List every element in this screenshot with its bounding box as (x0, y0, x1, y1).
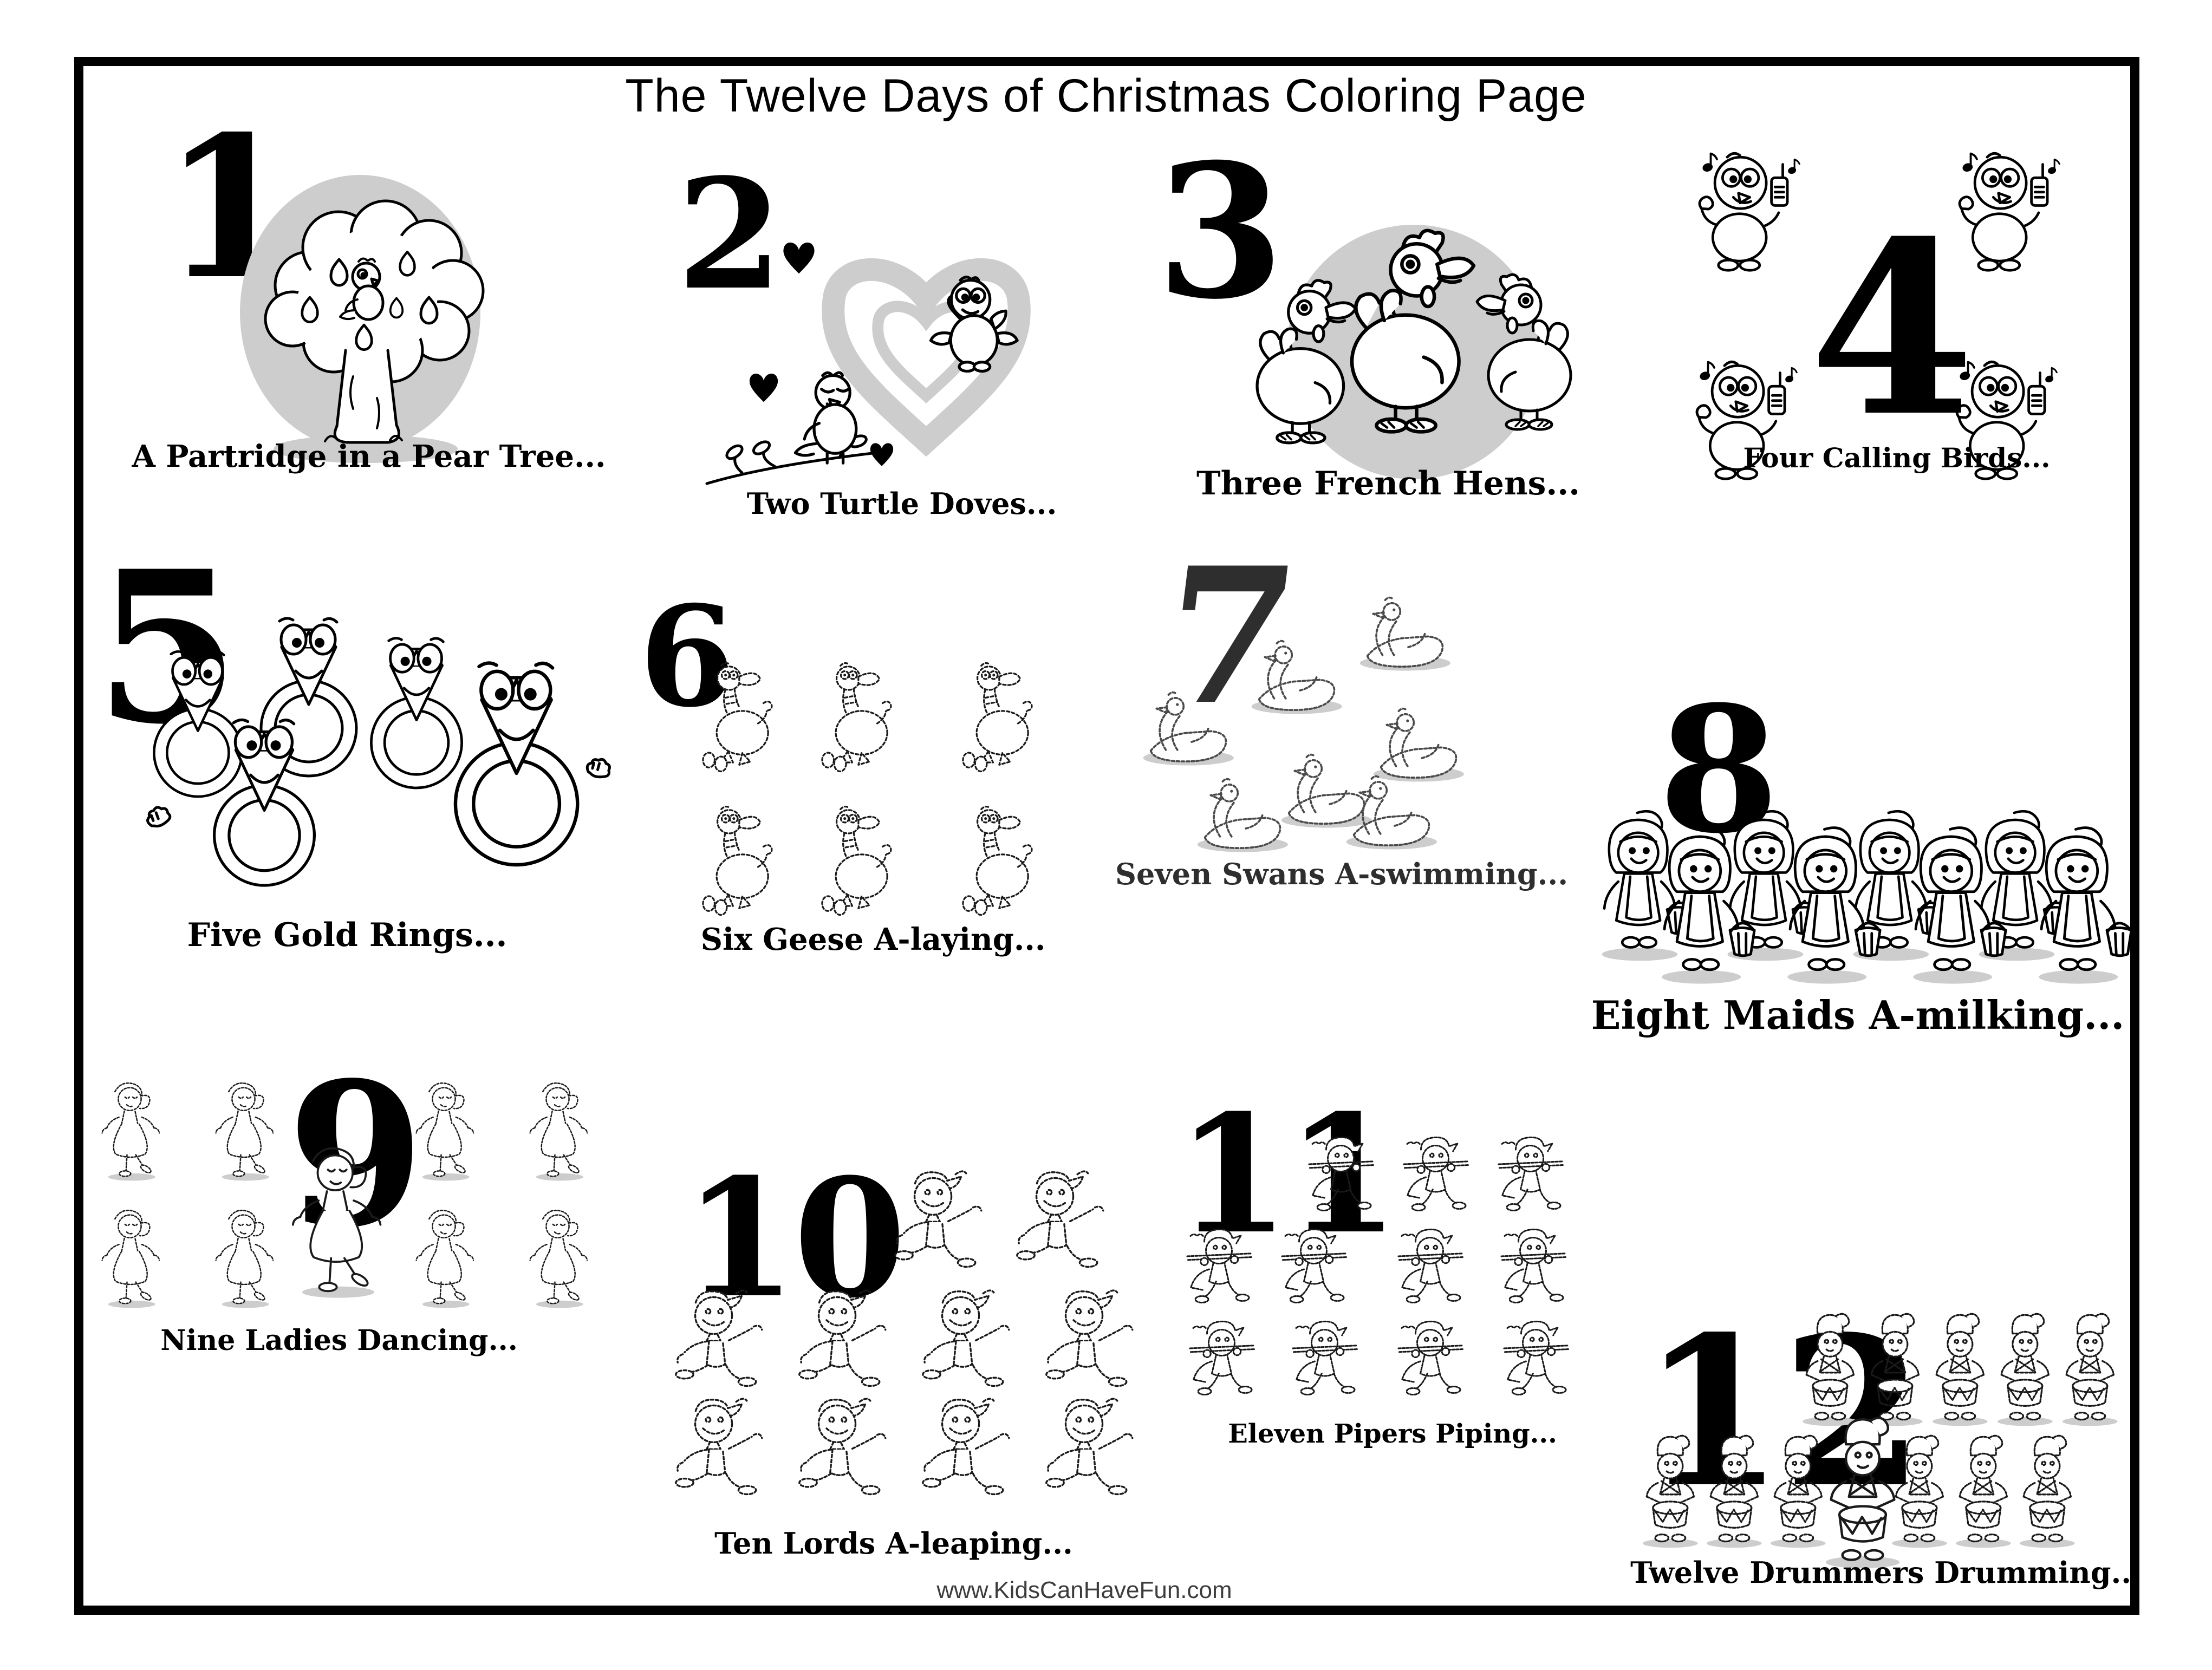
turtle-doves-icon (705, 242, 1031, 485)
piper-icon (1308, 1136, 1374, 1211)
lord-icon (798, 1289, 887, 1387)
calling-bird-icon (1960, 153, 2059, 270)
piper-icon (1292, 1320, 1358, 1395)
drummer-icon (2019, 1434, 2076, 1549)
goose-icon (702, 805, 773, 916)
calling-bird-icon (1700, 153, 1799, 270)
goose-icon (821, 662, 892, 773)
piper-icon (1397, 1228, 1463, 1303)
caption-8: Eight Maids A-milking... (1591, 992, 2125, 1038)
lord-icon (922, 1398, 1010, 1496)
lord-icon (922, 1289, 1010, 1387)
caption-12: Twelve Drummers Drumming... (1630, 1555, 2142, 1590)
lord-icon (1045, 1398, 1134, 1496)
dove-icon (795, 373, 856, 463)
goose-icon (962, 662, 1033, 773)
page-title: The Twelve Days of Christmas Coloring Pa… (625, 70, 1587, 122)
lead-drummer-icon (1826, 1418, 1899, 1568)
lord-icon (1016, 1170, 1104, 1268)
heart-icon (870, 443, 894, 466)
hand-icon (144, 804, 172, 829)
caption-4: Four Calling Birds... (1743, 442, 2051, 474)
piper-icon (1498, 1136, 1564, 1211)
gold-rings-icon (135, 609, 612, 945)
goose-icon (821, 805, 892, 916)
day-number-3: 3 (1156, 124, 1285, 340)
maid-icon (2039, 828, 2131, 984)
drummer-icon (1955, 1434, 2012, 1549)
drummer-icon (1801, 1313, 1859, 1427)
drummer-icon (1891, 1434, 1948, 1549)
pear-tree-icon (240, 175, 485, 463)
goose-icon (962, 805, 1033, 916)
drummer-icon (1769, 1434, 1827, 1549)
drummer-icon (1866, 1313, 1924, 1427)
swan-icon (1372, 707, 1465, 783)
lead-lady-icon (292, 1147, 382, 1299)
day-number-6: 6 (639, 576, 735, 738)
caption-11: Eleven Pipers Piping... (1228, 1419, 1557, 1449)
lady-icon (415, 1209, 474, 1309)
drummer-icon (1642, 1434, 1699, 1549)
day-number-11: 11 (1176, 1079, 1399, 1270)
lady-icon (529, 1209, 588, 1309)
drummer-icon (1931, 1313, 1989, 1427)
day-number-2: 2 (677, 146, 783, 324)
lord-icon (675, 1398, 763, 1496)
pipers-icon (1186, 1136, 1569, 1395)
drummer-icon (1706, 1434, 1763, 1549)
partridge-icon (339, 257, 385, 321)
lady-icon (215, 1082, 274, 1182)
day-number-4: 4 (1809, 189, 1975, 469)
caption-5: Five Gold Rings... (187, 916, 508, 954)
swan-icon (1250, 640, 1343, 715)
caption-2: Two Turtle Doves... (746, 486, 1057, 521)
piper-icon (1189, 1320, 1255, 1395)
swan-icon (1358, 596, 1452, 672)
heart-icon (749, 374, 778, 402)
swan-icon (1280, 753, 1373, 829)
caption-9: Nine Ladies Dancing... (160, 1324, 518, 1357)
caption-10: Ten Lords A-leaping... (714, 1526, 1073, 1561)
lords-icon (675, 1170, 1134, 1496)
caption-1: A Partridge in a Pear Tree... (132, 439, 606, 474)
hand-icon (585, 756, 612, 779)
piper-icon (1403, 1136, 1469, 1211)
heart-icon (783, 242, 815, 274)
drummer-icon (1996, 1313, 2054, 1427)
caption-3: Three French Hens... (1196, 465, 1580, 503)
ring-icon (154, 651, 242, 797)
ring-icon (456, 663, 577, 865)
drummer-icon (2061, 1313, 2119, 1427)
day-number-12: 12 (1641, 1291, 1924, 1533)
piper-icon (1281, 1228, 1347, 1303)
goose-icon (702, 662, 773, 773)
lady-icon (415, 1082, 474, 1182)
swan-icon (1196, 778, 1289, 853)
lord-icon (675, 1289, 763, 1387)
piper-icon (1500, 1228, 1566, 1303)
branch-icon (705, 434, 893, 485)
lady-icon (529, 1082, 588, 1182)
piper-icon (1503, 1320, 1569, 1395)
lord-icon (1045, 1289, 1134, 1387)
lady-icon (101, 1209, 160, 1309)
caption-7: Seven Swans A-swimming... (1115, 857, 1568, 891)
maids-icon (1592, 807, 2129, 986)
lord-icon (798, 1398, 887, 1496)
piper-icon (1186, 1228, 1252, 1303)
drummers-icon (1642, 1313, 2119, 1570)
swans-icon (1142, 596, 1465, 853)
ring-icon (371, 638, 461, 788)
swan-icon (1142, 691, 1235, 767)
french-hens-icon (1221, 225, 1595, 479)
caption-6: Six Geese A-laying... (700, 922, 1046, 957)
lady-icon (101, 1082, 160, 1182)
piper-icon (1397, 1320, 1463, 1395)
lady-icon (215, 1209, 274, 1309)
lord-icon (894, 1170, 983, 1268)
website-url: www.KidsCanHaveFun.com (936, 1577, 1232, 1603)
